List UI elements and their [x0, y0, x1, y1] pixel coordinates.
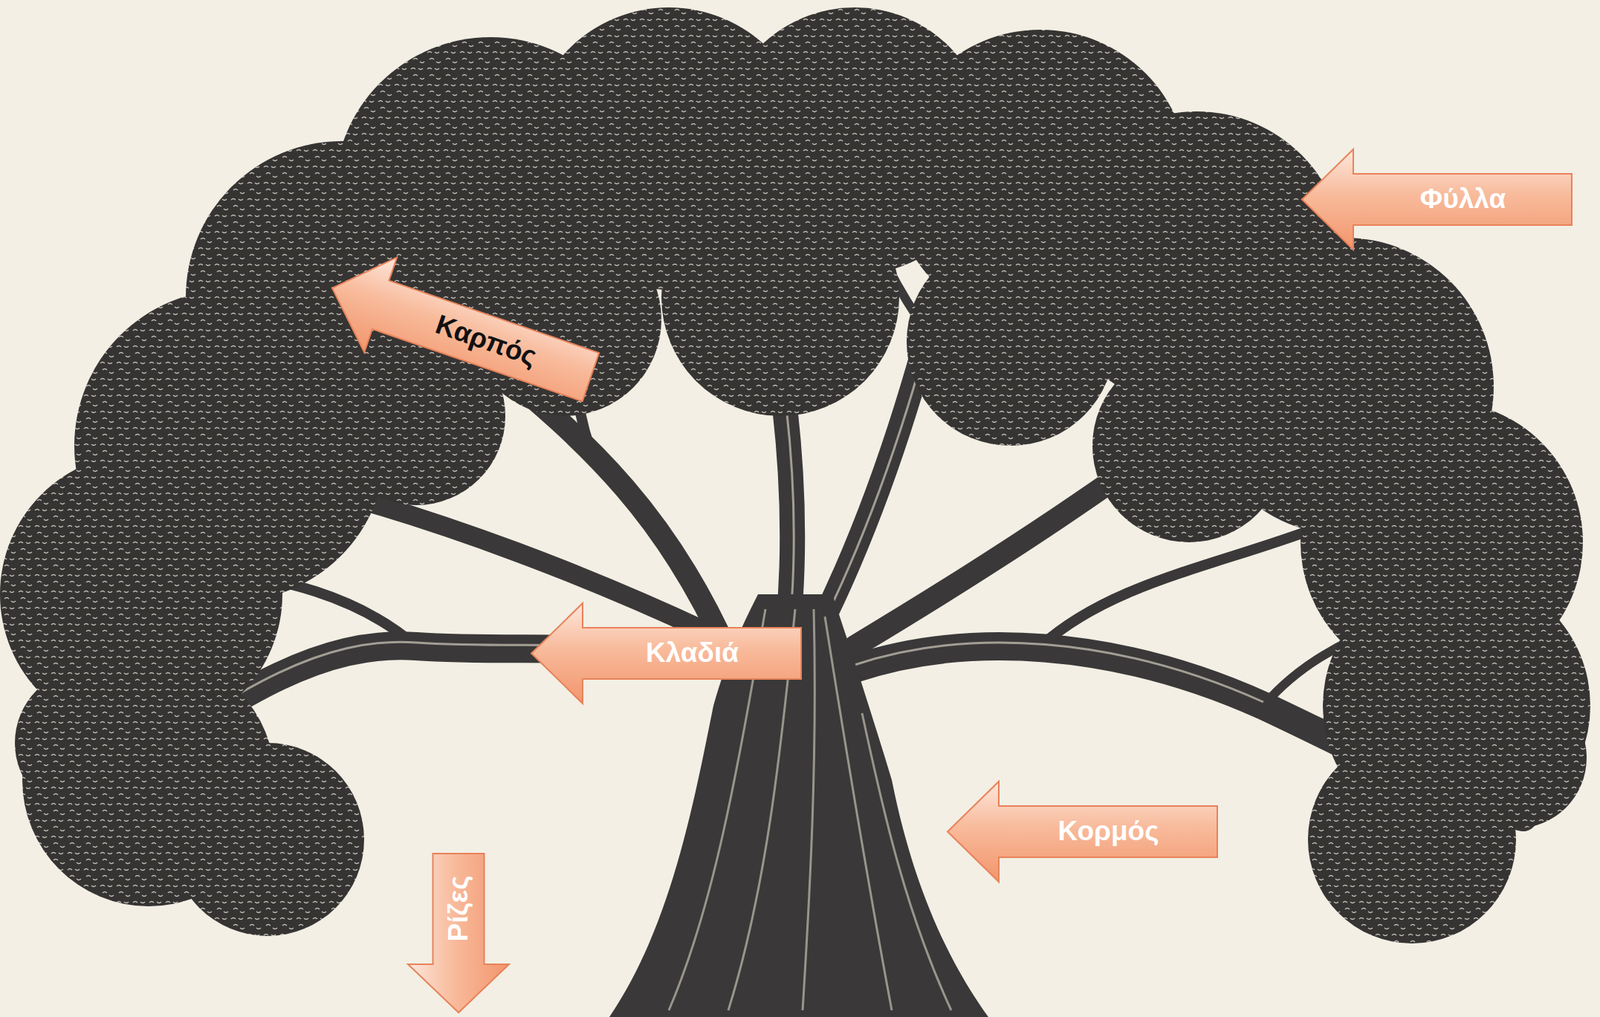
arrow-body: Κλαδιά — [582, 627, 802, 680]
canopy — [1445, 687, 1587, 829]
canopy — [906, 237, 1115, 446]
arrow-label: Ρίζες — [407, 853, 510, 1014]
arrow-outline — [315, 240, 608, 425]
canopy — [661, 178, 900, 417]
arrow-outline — [1301, 149, 1572, 250]
arrow-body: Καρπός — [372, 280, 600, 402]
branch — [854, 642, 1264, 703]
arrow-outline — [407, 853, 510, 1013]
part-label: Ρίζες — [443, 876, 475, 943]
bark-line — [802, 609, 815, 1011]
arrow-label: Κλαδιά — [530, 602, 802, 705]
bark-line — [862, 713, 952, 1011]
arrow-label: Φύλλα — [1301, 148, 1573, 251]
arrow-body: Κορμός — [998, 806, 1219, 858]
canopy — [170, 743, 365, 937]
arrow-body: Φύλλα — [1353, 173, 1573, 226]
part-label: Φύλλα — [1420, 184, 1506, 215]
arrow-body: Ρίζες — [433, 853, 485, 965]
part-label: Κορμός — [1058, 816, 1160, 848]
canopy — [1092, 349, 1286, 543]
arrow-outline — [947, 781, 1218, 883]
part-label: Καρπός — [431, 309, 541, 372]
arrow-label: Κορμός — [946, 781, 1219, 883]
part-label: Κλαδιά — [645, 638, 739, 669]
bark-line — [824, 616, 892, 1011]
arrow-label: Καρπός — [315, 239, 608, 426]
canopy — [14, 668, 164, 818]
arrow-outline — [531, 603, 802, 704]
